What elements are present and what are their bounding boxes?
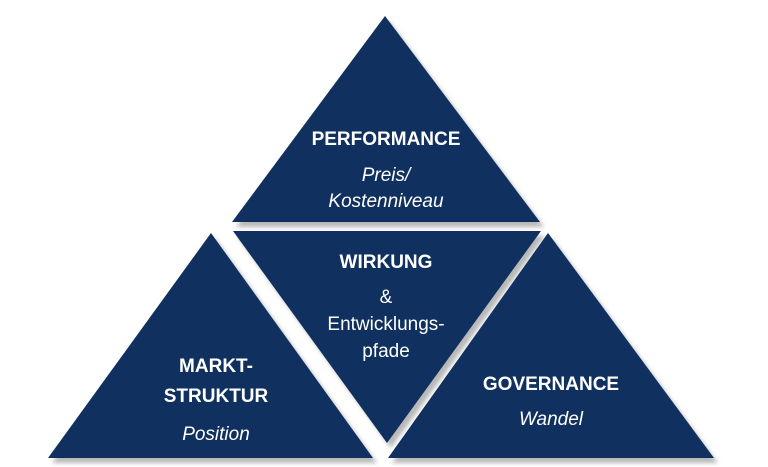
- marktstruktur-subtitle: Position: [182, 424, 250, 445]
- governance-title: GOVERNANCE: [483, 374, 619, 395]
- performance-title: PERFORMANCE: [312, 129, 461, 150]
- wirkung-line3: pfade: [362, 341, 410, 362]
- triangle-left-marktstruktur: [48, 233, 373, 458]
- performance-subtitle-line1: Preis/: [362, 165, 412, 186]
- marktstruktur-title-line2: STRUKTUR: [164, 386, 269, 407]
- wirkung-line2: Entwicklungs-: [327, 314, 444, 335]
- performance-subtitle-line2: Kostenniveau: [328, 191, 444, 212]
- triangle-top-performance: [232, 16, 540, 222]
- wirkung-ampersand: &: [380, 287, 393, 308]
- marktstruktur-title-line1: MARKT-: [179, 356, 253, 377]
- triangle-center-wirkung: [233, 231, 541, 443]
- wirkung-title: WIRKUNG: [340, 252, 433, 273]
- governance-subtitle: Wandel: [519, 409, 584, 430]
- triangle-right-governance: [388, 233, 714, 458]
